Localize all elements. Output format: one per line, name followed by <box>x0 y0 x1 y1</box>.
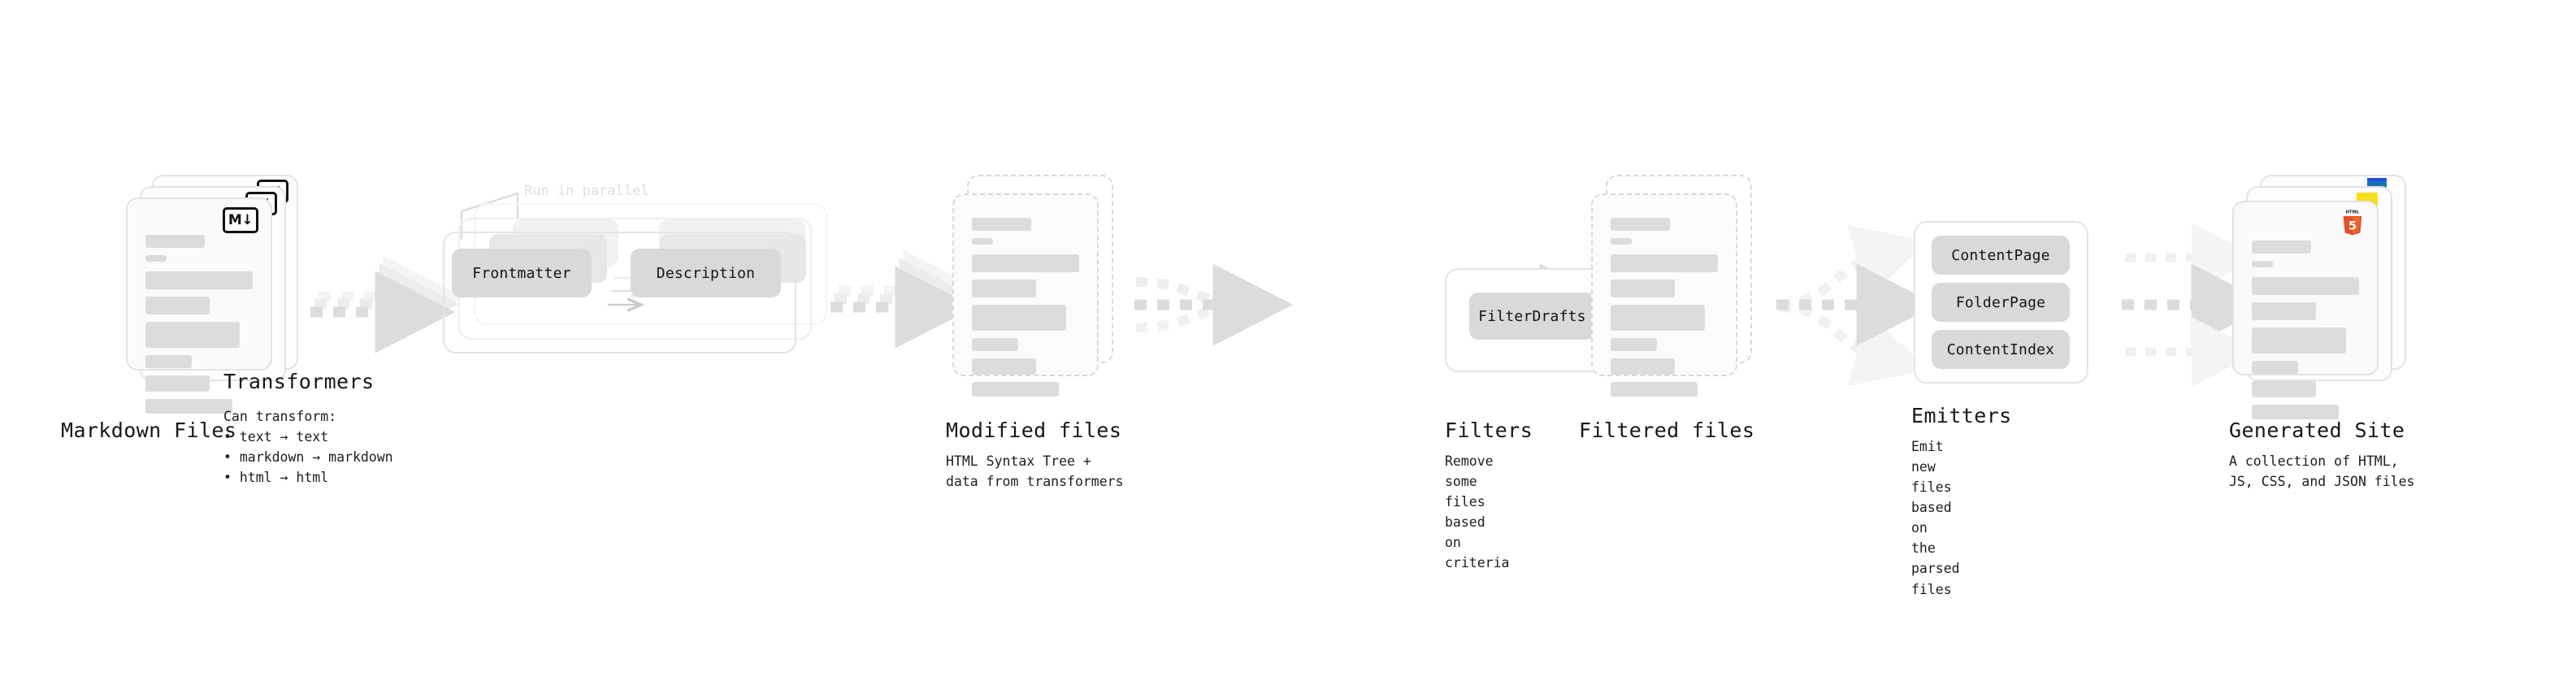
pill-label: FilterDrafts <box>1478 307 1586 325</box>
arrow-emitters-to-site <box>2122 223 2272 387</box>
svg-text:5: 5 <box>2348 219 2357 233</box>
file-card-front <box>952 193 1099 397</box>
stage-subtitle: Can transform: • text → text • markdown … <box>223 409 393 486</box>
stage-title: Emitters <box>1911 404 2012 427</box>
stage-title: Markdown Files <box>61 419 237 442</box>
markdown-badge-label: M↓ <box>228 211 254 228</box>
file-content-placeholder <box>1611 218 1718 397</box>
filter-pill-filterdrafts[interactable]: FilterDrafts <box>1469 293 1595 340</box>
file-content-placeholder <box>2252 241 2359 419</box>
css3-badge <box>2367 178 2387 188</box>
stage-subtitle: HTML Syntax Tree + data from transformer… <box>946 453 1124 490</box>
svg-text:HTML: HTML <box>2346 210 2360 215</box>
file-card-front: M↓ <box>126 197 272 414</box>
file-content-placeholder <box>145 235 253 414</box>
arrow-filtered-to-emitters <box>1776 224 1937 387</box>
transformer-pill-frontmatter[interactable]: Frontmatter <box>452 249 592 297</box>
pill-label: FolderPage <box>1955 293 2046 311</box>
arrow-modified-to-filters <box>1134 263 1294 346</box>
stage-generated-site: HTML 5 Generated Sit <box>2229 175 2427 489</box>
stage-subtitle: Remove some files based on criteria <box>1445 453 1510 571</box>
pill-label: ContentIndex <box>1946 340 2055 358</box>
arrow-markdown-to-transformers <box>310 255 464 354</box>
emitter-pill-contentpage[interactable]: ContentPage <box>1932 236 2070 275</box>
emitter-pill-contentindex[interactable]: ContentIndex <box>1932 330 2070 369</box>
file-content-placeholder <box>972 218 1079 397</box>
stage-modified-files: Modified files HTML Syntax Tree + data f… <box>946 175 1131 489</box>
file-card-front <box>1591 193 1737 397</box>
stage-filtered-files: Filtered files <box>1579 175 1770 442</box>
stage-title: Generated Site <box>2229 419 2405 442</box>
run-in-parallel-note: Run in parallel <box>524 183 649 199</box>
stage-title: Modified files <box>946 419 1122 442</box>
markdown-badge: M↓ <box>223 207 258 233</box>
stage-subtitle: Emit new files based on the parsed files <box>1911 439 1960 597</box>
stage-title: Transformers <box>223 370 375 393</box>
stage-subtitle: A collection of HTML, JS, CSS, and JSON … <box>2229 453 2415 490</box>
pill-label: Description <box>656 264 756 282</box>
emitter-pill-folderpage[interactable]: FolderPage <box>1932 283 2070 322</box>
pill-label: Frontmatter <box>472 264 571 282</box>
html5-shield-icon: HTML 5 <box>2343 210 2362 236</box>
stage-title: Filtered files <box>1579 419 1755 442</box>
pill-label: ContentPage <box>1951 246 2050 264</box>
stage-markdown-files: M↓ M↓ M↓ <box>61 175 317 442</box>
html5-badge: HTML 5 <box>2340 209 2365 236</box>
stage-title: Filters <box>1445 419 1533 442</box>
transformer-pill-description[interactable]: Description <box>631 249 781 297</box>
arrow-transformers-to-modified <box>830 249 984 349</box>
file-card-front: HTML 5 <box>2232 201 2379 419</box>
transformer-group-front <box>443 232 796 354</box>
